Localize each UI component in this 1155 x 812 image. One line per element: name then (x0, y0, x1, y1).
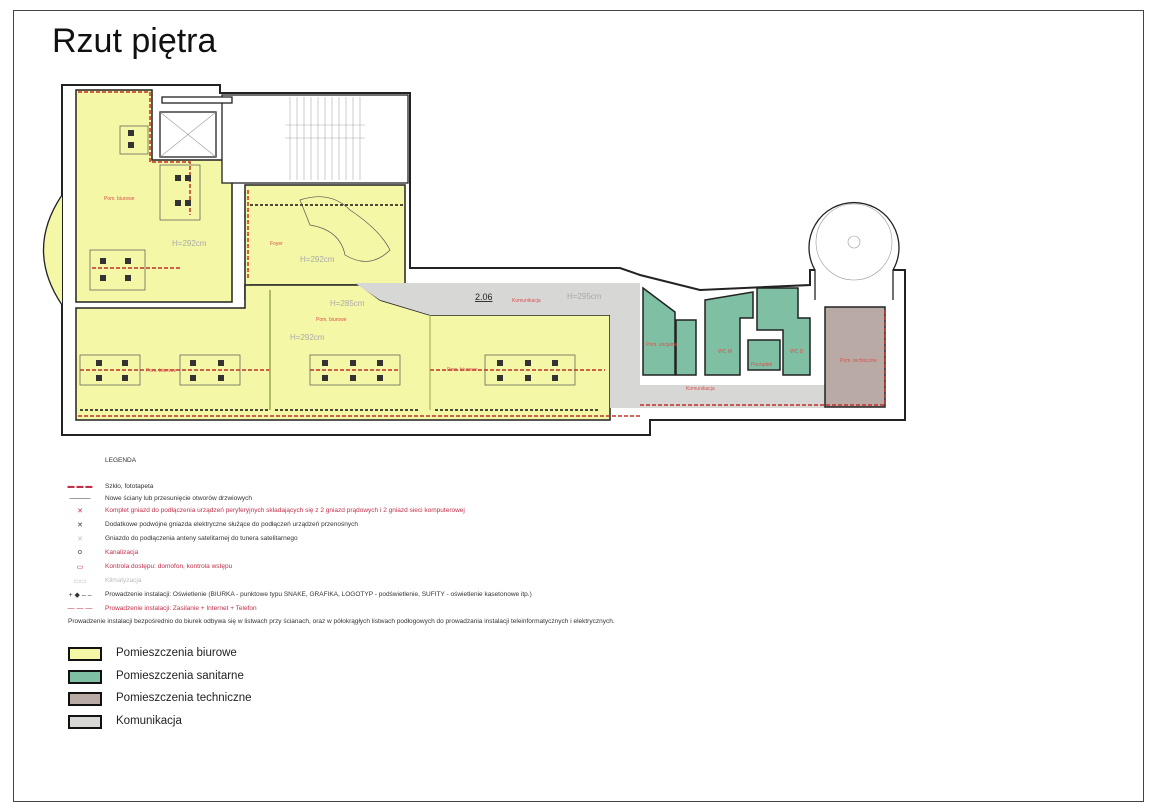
height-label: H=292cm (290, 333, 325, 342)
corridor-top (355, 283, 640, 315)
legend-text: Prowadzenie instalacji: Oświetlenie (BIU… (105, 591, 532, 598)
room-label: Pom. techniczne (840, 358, 877, 364)
legend-item: ✕ Dodatkowe podwójne gniazda elektryczne … (60, 521, 660, 531)
room-label: Pom. biurowe (104, 196, 135, 202)
room-label: Porządek (751, 362, 773, 368)
room-wc-m (704, 291, 754, 376)
glass-symbol-icon: ▬ ▬ ▬ (67, 483, 93, 490)
stairwell (159, 94, 409, 184)
height-label: H=292cm (172, 239, 207, 248)
room-label: Komunikacja (512, 298, 541, 304)
page-title: Rzut piętra (52, 22, 217, 60)
legend-item: o Kanalizacja (60, 549, 660, 559)
legend-item: ✕ Gniazdo do podłączenia anteny satelitar… (60, 535, 660, 545)
room-label: Pom. biurowe (146, 368, 177, 374)
area-label: Komunikacja (116, 714, 182, 727)
height-label: H=292cm (300, 255, 335, 264)
air-conditioning-icon: ▭▭ (73, 578, 87, 585)
reception-desk (299, 196, 391, 262)
room-label: WC M (718, 349, 732, 355)
spiral-staircase (808, 201, 900, 300)
legend-item: ✕ Komplet gniazd do podłączenia urządzeń … (60, 507, 660, 517)
power-line-icon: — — — (67, 605, 93, 612)
wall-line-icon: ——— (69, 495, 91, 502)
drain-icon: o (78, 549, 82, 556)
height-label: H=285cm (330, 299, 365, 308)
room-number: 2.06 (475, 292, 493, 302)
color-swatch (68, 669, 102, 684)
legend-text: Prowadzenie instalacji: Zasilanie + Inte… (105, 605, 257, 612)
legend-text: Kontrola dostępu: domofon, kontrola wstę… (105, 563, 233, 570)
workstation-icons (96, 130, 558, 381)
area-label: Pomieszczenia biurowe (116, 647, 237, 659)
room-label: Komunikacja (686, 386, 715, 392)
legend-item: ▭ Kontrola dostępu: domofon, kontrola wst… (60, 563, 660, 573)
legend-item: ▬ ▬ ▬ Szkło, fototapeta (60, 483, 660, 493)
color-swatch (68, 714, 102, 729)
access-control-icon: ▭ (76, 564, 84, 571)
legend-text: Komplet gniazd do podłączenia urządzeń p… (105, 507, 465, 514)
color-swatch (68, 647, 102, 661)
desks (79, 125, 576, 386)
socket-set-icon: ✕ (77, 508, 83, 515)
walls (61, 84, 906, 436)
room-technical (824, 306, 886, 408)
antenna-socket-icon: ✕ (77, 536, 83, 543)
color-swatch (68, 692, 102, 706)
stairs (285, 97, 365, 180)
installation-lines (80, 204, 600, 411)
sanitary-areas (642, 286, 811, 376)
legend-text: Klimatyzacja (105, 577, 142, 584)
room-label: Pom. biurowe (316, 317, 347, 323)
legend-text: Gniazdo do podłączenia anteny satelitarn… (105, 535, 298, 542)
height-label: H=295cm (567, 292, 602, 301)
room-label: Foyer (270, 241, 283, 247)
legend-item: + ◆ – – Prowadzenie instalacji: Oświetlen… (60, 591, 660, 601)
legend-text: Szkło, fototapeta (105, 483, 154, 490)
lighting-icon: + ◆ – – (68, 592, 92, 599)
room-social (642, 286, 676, 376)
room-label: Pom. socjalne (646, 342, 678, 348)
room-cleaning (747, 339, 781, 371)
legend-text: Dodatkowe podwójne gniazda elektryczne s… (105, 521, 358, 528)
room-foyer (244, 184, 406, 301)
drawing-frame (13, 10, 1144, 802)
corridor-areas (355, 283, 825, 408)
legend-text: Kanalizacja (105, 549, 139, 556)
legend-item: — — — Prowadzenie instalacji: Zasilanie +… (60, 605, 660, 615)
room-label: WC D (790, 349, 804, 355)
legend-item: ▭▭ Klimatyzacja (60, 577, 660, 587)
room-wc-d (756, 287, 811, 376)
legend-text: Nowe ściany lub przesunięcie otworów drz… (105, 495, 253, 502)
room-label: Pom. biurowe (447, 367, 478, 373)
area-label: Pomieszczenia sanitarne (116, 669, 244, 682)
bay-window (42, 194, 63, 306)
legend-header: LEGENDA (105, 457, 137, 464)
legend-item: ——— Nowe ściany lub przesunięcie otworów … (60, 495, 660, 505)
double-socket-icon: ✕ (77, 522, 83, 529)
legend-note: Prowadzenie instalacji bezpośrednio do b… (68, 618, 615, 625)
area-label: Pomieszczenia techniczne (116, 692, 252, 704)
